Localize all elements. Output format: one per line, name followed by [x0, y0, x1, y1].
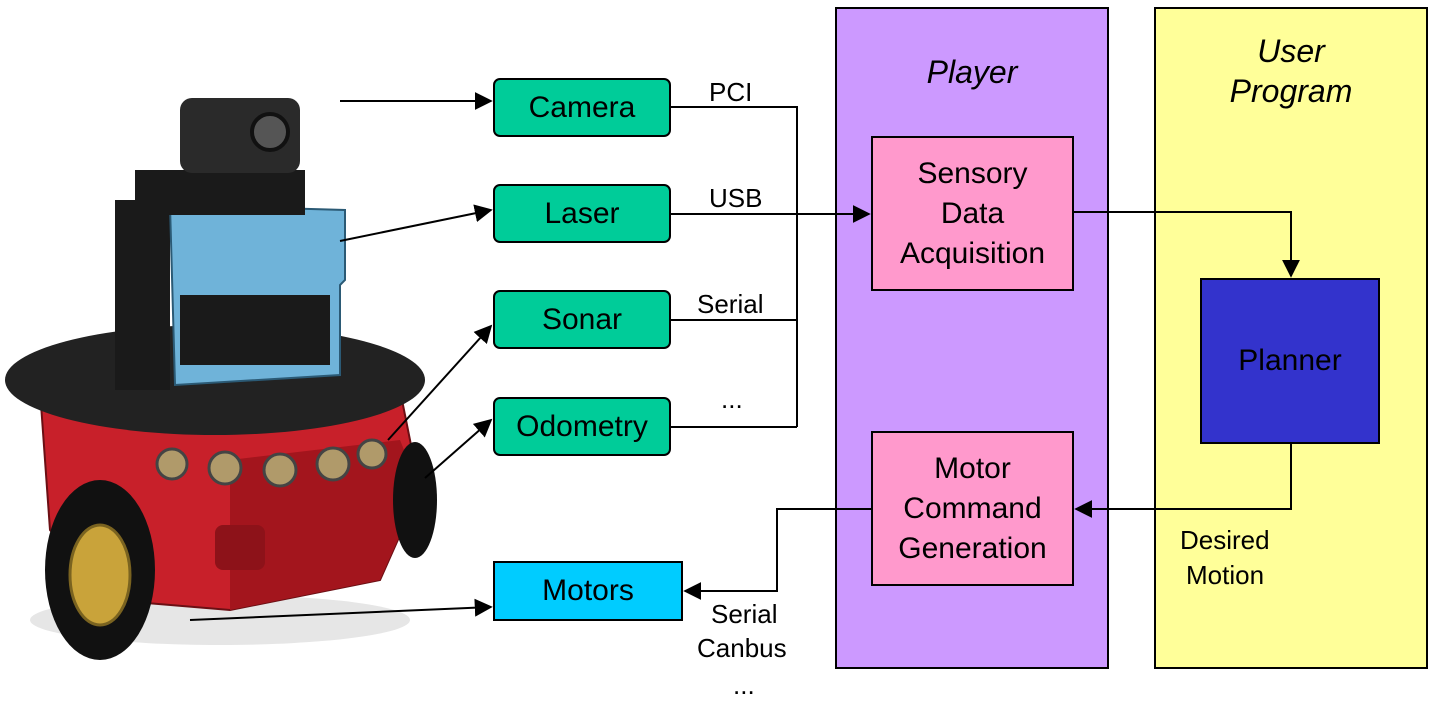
- odometry-label: Odometry: [516, 409, 648, 443]
- acquisition-line-3: Acquisition: [899, 236, 1046, 270]
- camera-label: Camera: [528, 90, 636, 124]
- usb-label: USB: [709, 183, 763, 213]
- motors-interface-ellipsis: ...: [733, 670, 755, 700]
- acquisition-line-2: Data: [940, 196, 1005, 230]
- user-program-title-line1: User: [1257, 33, 1325, 69]
- acquisition-line-1: Sensory: [917, 156, 1028, 190]
- right-wheel: [393, 442, 437, 558]
- motors-canbus-label: Canbus: [697, 633, 787, 663]
- motors-serial-label: Serial: [711, 599, 778, 629]
- odometry-interface-ellipsis: ...: [721, 384, 743, 414]
- desired-motion-line-1: Desired: [1180, 525, 1270, 555]
- laser-label: Laser: [544, 196, 620, 230]
- motors-label: Motors: [542, 574, 634, 607]
- camera-lens: [250, 112, 290, 152]
- laser-mount: [115, 200, 170, 390]
- user-program-title-line2: Program: [1229, 73, 1353, 109]
- serial-label: Serial: [697, 289, 764, 319]
- motors-box: Motors: [493, 561, 683, 621]
- motor-command-line-1: Motor: [934, 451, 1011, 485]
- planner-box: Planner: [1200, 278, 1380, 444]
- pci-label: PCI: [709, 77, 753, 107]
- pioneer-robot-illustration: [5, 98, 437, 660]
- desired-motion-line-2: Motion: [1186, 560, 1265, 590]
- motor-command-line-3: Generation: [898, 531, 1047, 565]
- planner-label: Planner: [1238, 344, 1342, 377]
- player-title: Player: [926, 54, 1018, 90]
- sensory-data-acquisition-box: Sensory Data Acquisition: [871, 136, 1074, 291]
- laser-window: [180, 295, 330, 365]
- camera-bus-line: [671, 106, 798, 427]
- sonar-ring: [155, 438, 388, 488]
- left-wheel: [45, 480, 155, 660]
- odometry-box: Odometry: [493, 397, 671, 456]
- camera-box: Camera: [493, 78, 671, 137]
- motor-command-line-2: Command: [903, 491, 1042, 525]
- camera-base: [135, 170, 305, 215]
- laser-box: Laser: [493, 184, 671, 243]
- speaker-grill: [215, 525, 265, 570]
- sonar-box: Sonar: [493, 290, 671, 349]
- sonar-label: Sonar: [541, 302, 623, 336]
- motor-command-generation-box: Motor Command Generation: [871, 431, 1074, 586]
